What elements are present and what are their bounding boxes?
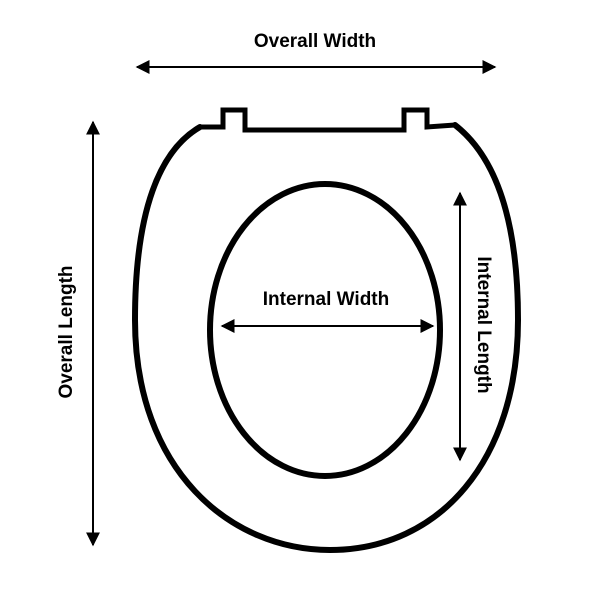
inner-opening-outline xyxy=(207,181,443,479)
internal-width-label: Internal Width xyxy=(263,289,390,310)
overall-width-label: Overall Width xyxy=(254,31,376,52)
outer-seat-outline xyxy=(131,122,522,554)
internal-length-label: Internal Length xyxy=(473,256,494,393)
overall-length-label: Overall Length xyxy=(56,265,77,398)
hinge-bar xyxy=(200,107,456,133)
